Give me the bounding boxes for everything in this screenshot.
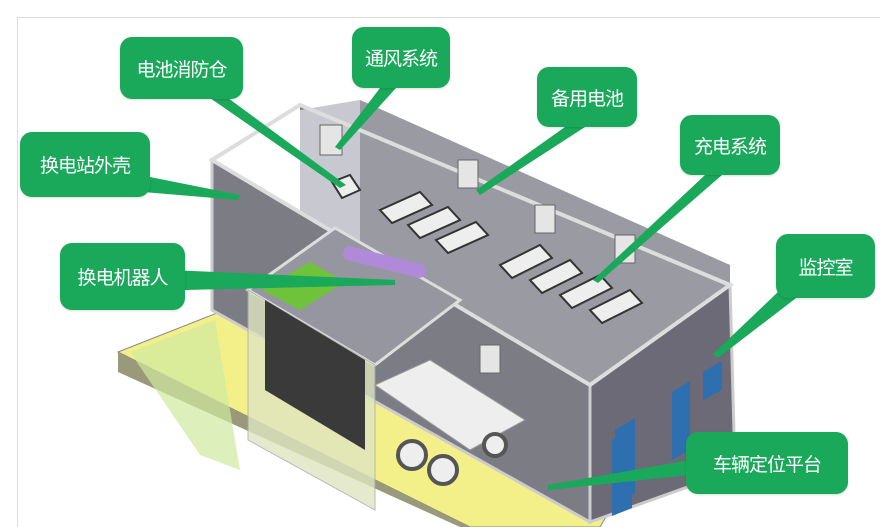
interior-wall bbox=[360, 100, 730, 385]
label-monitor-room: 监控室 bbox=[776, 234, 875, 298]
label-spare-battery: 备用电池 bbox=[537, 67, 637, 127]
label-robot: 换电机器人 bbox=[60, 243, 185, 310]
top-rim bbox=[208, 102, 735, 388]
green-lane bbox=[130, 320, 240, 470]
window bbox=[703, 361, 722, 400]
wheel bbox=[396, 439, 428, 471]
label-ventilation: 通风系统 bbox=[352, 27, 450, 88]
leader-lines bbox=[120, 88, 800, 490]
label-charging: 充电系统 bbox=[680, 115, 780, 175]
truck-cab bbox=[265, 300, 365, 450]
wheel bbox=[427, 454, 459, 486]
label-fire-bay: 电池消防仓 bbox=[120, 37, 243, 99]
trailer-bed bbox=[373, 359, 526, 451]
label-positioning-platform: 车辆定位平台 bbox=[686, 432, 848, 494]
ventilation-fans bbox=[319, 124, 636, 374]
wheel bbox=[482, 432, 508, 458]
door-right bbox=[672, 381, 690, 460]
image-frame bbox=[17, 17, 880, 527]
robot-purple-rail bbox=[342, 246, 427, 278]
battery-racks bbox=[330, 173, 644, 325]
label-shell: 换电站外壳 bbox=[20, 132, 150, 197]
